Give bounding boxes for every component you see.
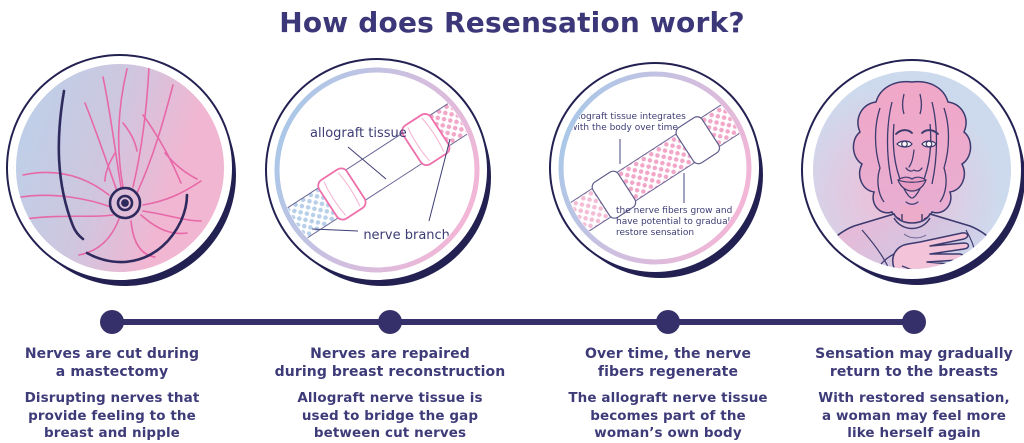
step-1-body-line3: breast and nipple xyxy=(44,425,180,442)
growth-label-line1: the nerve fibers grow and xyxy=(616,206,732,216)
step-2-heading-line2: during breast reconstruction xyxy=(274,363,506,380)
step-1-description: Disrupting nerves that provide feeling t… xyxy=(10,390,214,443)
step-3-text: Over time, the nerve fibers regenerate T… xyxy=(556,346,780,443)
face-features xyxy=(895,129,939,205)
step-4-body-line3: like herself again xyxy=(847,425,981,442)
breast-illustration xyxy=(16,64,224,272)
step-circle-regenerate: allograft tissue integrates with the bod… xyxy=(551,64,759,272)
connector-sleeves xyxy=(317,113,451,221)
step-2-body-line2: used to bridge the gap xyxy=(301,407,479,424)
step-circle-sensation xyxy=(803,61,1021,279)
step-1-body-line1: Disrupting nerves that xyxy=(24,390,200,407)
step-3-body-line1: The allograft nerve tissue xyxy=(568,390,768,407)
step-2-body-line1: Allograft nerve tissue is xyxy=(297,390,483,407)
timeline-dot-2 xyxy=(378,310,402,334)
growth-label-line3: restore sensation xyxy=(616,228,694,238)
step-1-heading: Nerves are cut during a mastectomy xyxy=(10,346,214,381)
step-2-body-line3: between cut nerves xyxy=(313,425,467,442)
nerve-lines xyxy=(20,66,202,258)
step-3-heading-line2: fibers regenerate xyxy=(597,363,739,380)
timeline-line xyxy=(112,319,914,325)
step-2-heading-line1: Nerves are repaired xyxy=(310,346,470,362)
wrist-line xyxy=(875,253,895,269)
step-4-description: With restored sensation, a woman may fee… xyxy=(796,390,1024,443)
pointer-line xyxy=(347,146,387,180)
step-circle-mastectomy xyxy=(8,56,232,280)
growth-label-line2: have potential to gradually xyxy=(616,217,739,227)
step-1-body-line2: provide feeling to the xyxy=(28,407,196,424)
step-circle-repair: allograft tissue nerve branches xyxy=(267,60,487,280)
step-4-body-line1: With restored sensation, xyxy=(818,390,1010,407)
thumb-line xyxy=(901,265,925,269)
breast-outline xyxy=(57,89,189,264)
step-2-heading: Nerves are repaired during breast recons… xyxy=(266,346,514,381)
timeline-dot-1 xyxy=(100,310,124,334)
timeline-dot-3 xyxy=(656,310,680,334)
integration-label-line2: with the body over time xyxy=(570,123,678,133)
step-4-heading-line1: Sensation may gradually xyxy=(815,346,1013,362)
woman-illustration xyxy=(813,71,1011,269)
step-1-heading-line1: Nerves are cut during xyxy=(24,346,200,362)
allograft-tissue-label: allograft tissue xyxy=(310,126,407,141)
step-1-heading-line2: a mastectomy xyxy=(55,363,169,380)
nerve-branches-label: nerve branches xyxy=(363,228,465,243)
step-4-body-line2: a woman may feel more xyxy=(821,407,1007,424)
step-4-text: Sensation may gradually return to the br… xyxy=(796,346,1024,443)
step-4-heading-line2: return to the breasts xyxy=(829,363,999,380)
step-3-heading: Over time, the nerve fibers regenerate xyxy=(556,346,780,381)
step-3-body-line3: woman’s own body xyxy=(594,425,742,442)
nerve-regeneration-illustration: allograft tissue integrates with the bod… xyxy=(558,71,752,265)
step-2-text: Nerves are repaired during breast recons… xyxy=(266,346,514,443)
step-1-text: Nerves are cut during a mastectomy Disru… xyxy=(10,346,214,443)
pointer-line xyxy=(311,228,359,232)
step-3-heading-line1: Over time, the nerve xyxy=(584,346,752,362)
hair-curl-lines xyxy=(874,93,950,203)
nipple-icon xyxy=(121,199,129,207)
hand xyxy=(892,232,970,269)
timeline-dot-4 xyxy=(902,310,926,334)
step-3-body-line2: becomes part of the xyxy=(590,407,746,424)
step-2-description: Allograft nerve tissue is used to bridge… xyxy=(266,390,514,443)
nerve-graft-illustration: allograft tissue nerve branches xyxy=(274,67,480,273)
connector-sleeves xyxy=(591,116,721,219)
step-4-heading: Sensation may gradually return to the br… xyxy=(796,346,1024,381)
page-title: How does Resensation work? xyxy=(279,6,745,39)
step-3-description: The allograft nerve tissue becomes part … xyxy=(556,390,780,443)
integration-label-line1: allograft tissue integrates xyxy=(570,112,686,122)
pointer-line xyxy=(428,138,451,222)
